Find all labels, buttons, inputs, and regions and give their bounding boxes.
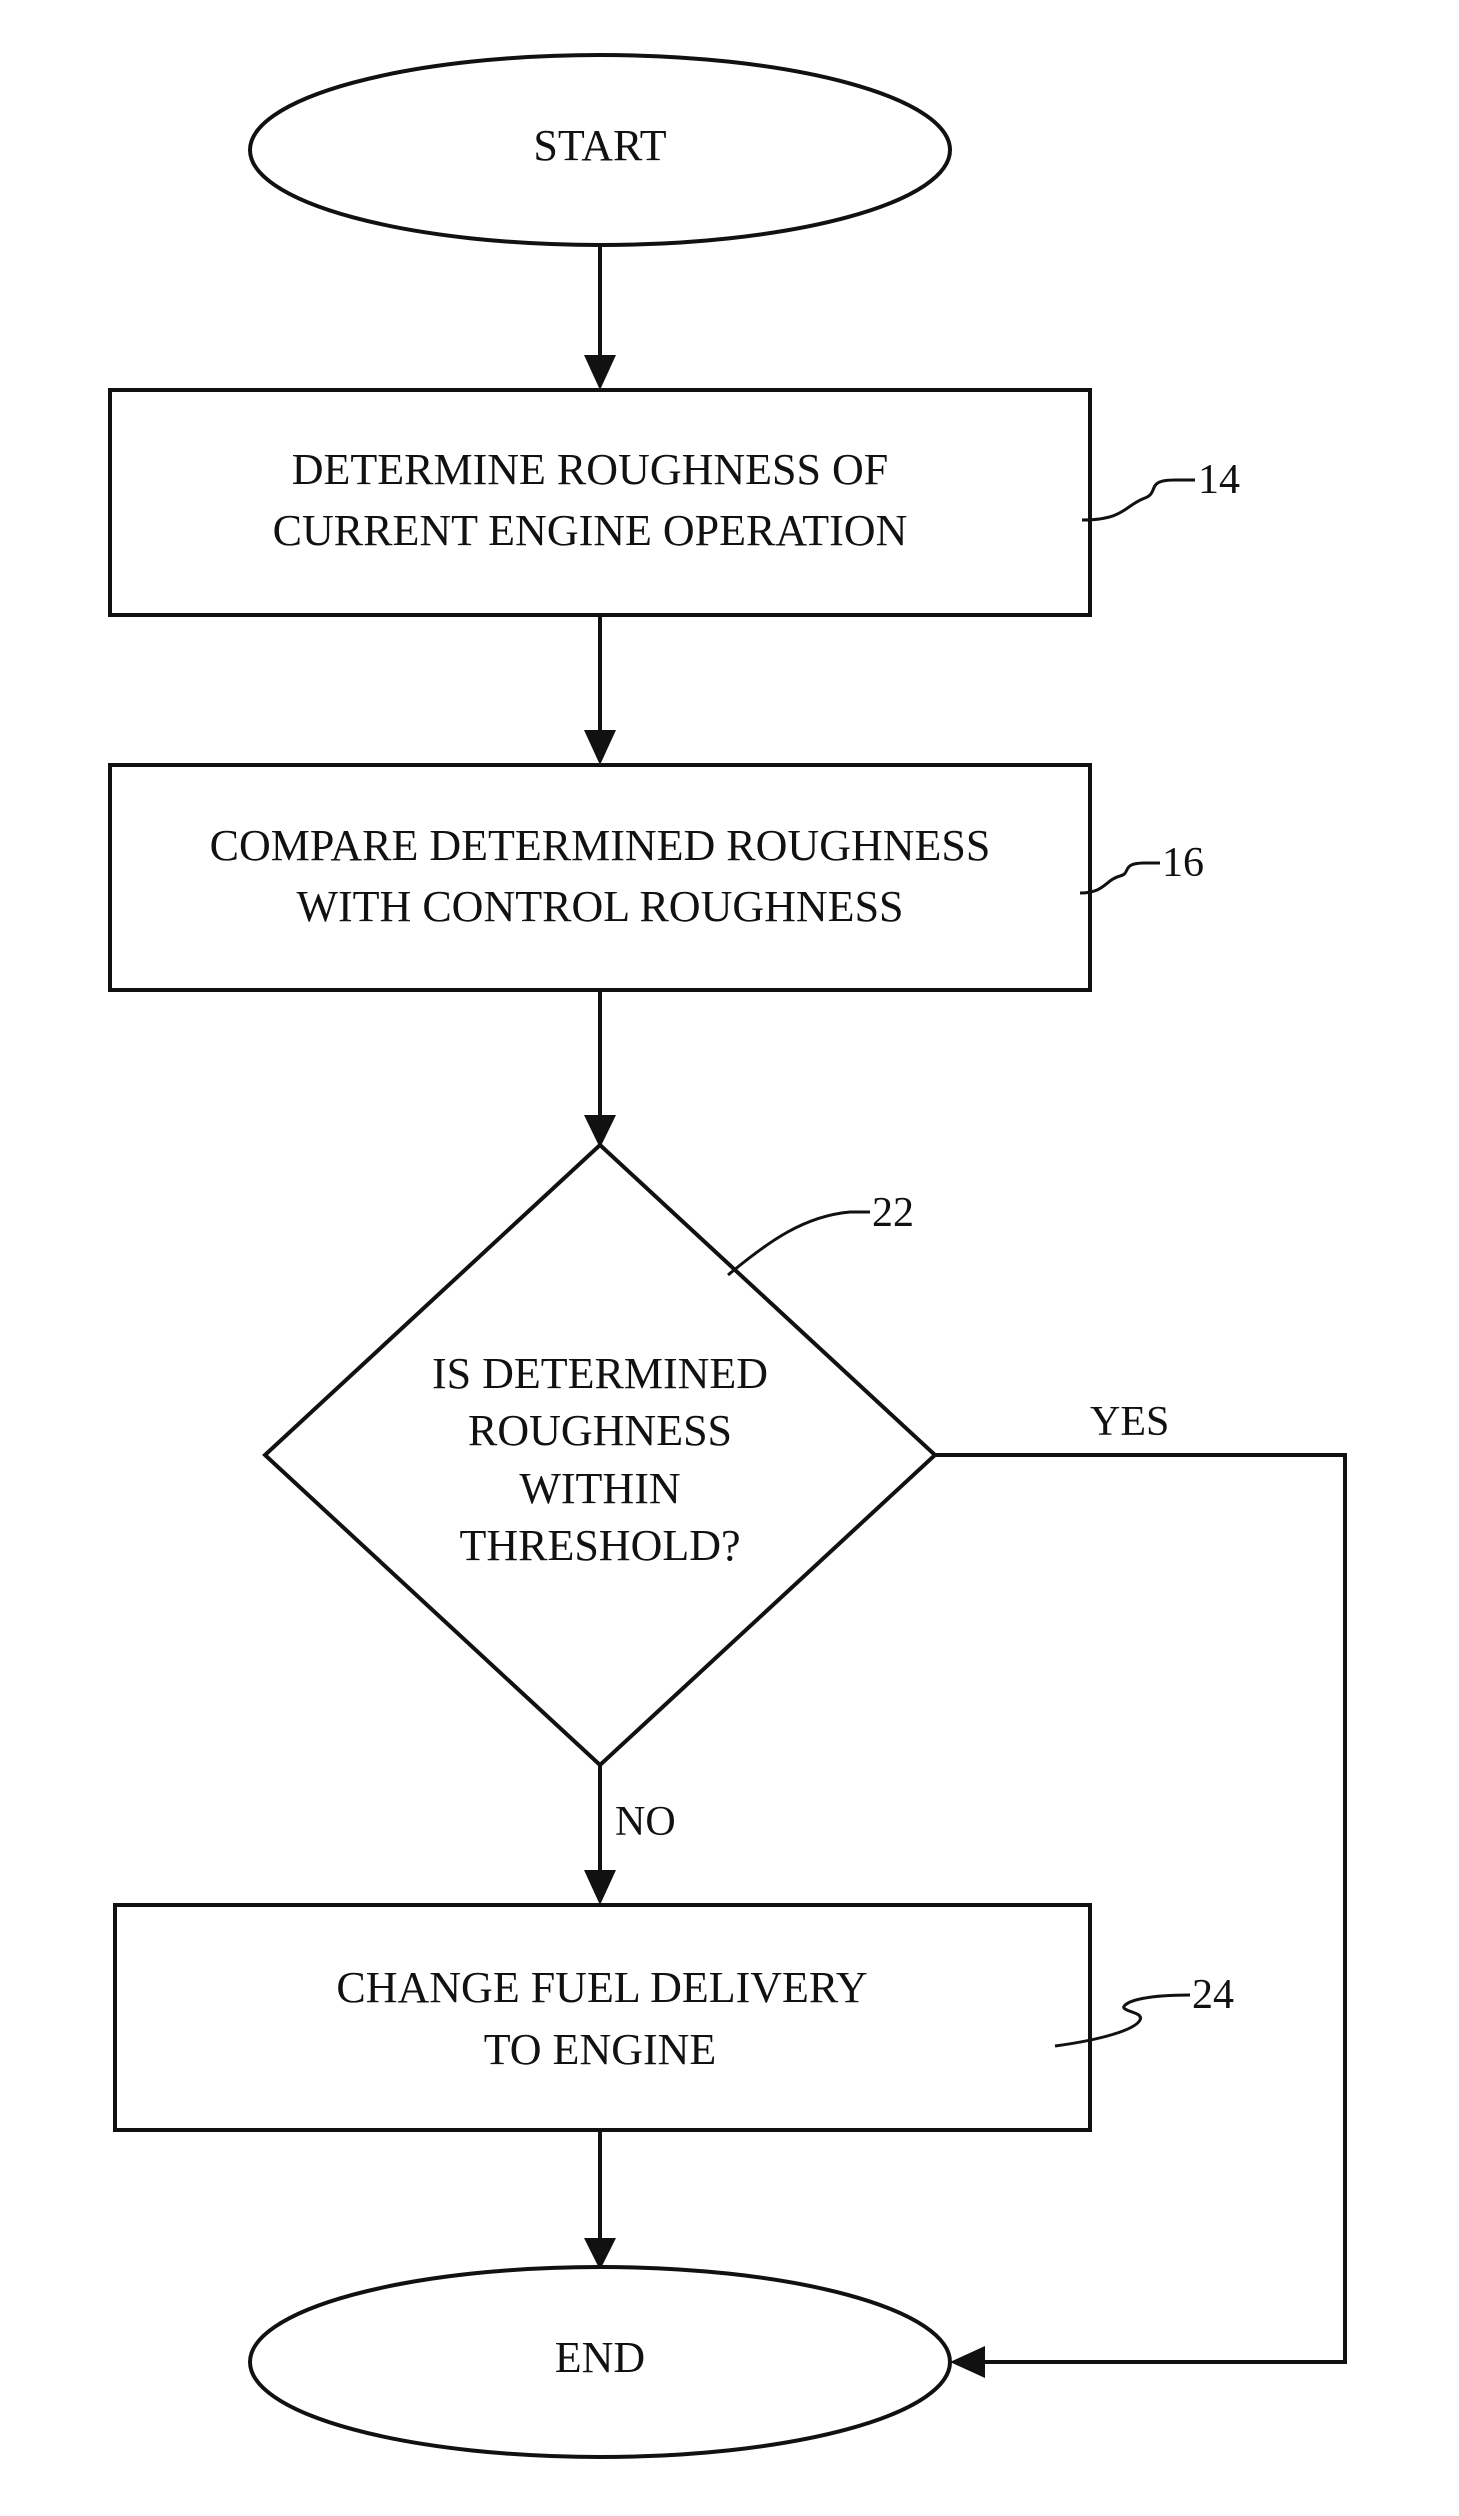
decision-22-line-2: ROUGHNESS (468, 1406, 732, 1455)
arrowhead-step-14-to-step-16 (584, 730, 616, 765)
step-24-ref-number: 24 (1192, 1972, 1234, 2018)
step-14-leader-line (1082, 480, 1195, 520)
step-16-line-1: COMPARE DETERMINED ROUGHNESS (210, 821, 991, 870)
end-node: END (250, 2267, 950, 2457)
step-24-box: CHANGE FUEL DELIVERY TO ENGINE (115, 1905, 1090, 2130)
decision-22-line-4: THRESHOLD? (459, 1521, 740, 1570)
decision-22-line-1: IS DETERMINED (432, 1349, 768, 1398)
arrowhead-start-to-step-14 (584, 355, 616, 390)
step-16-ref-number: 16 (1162, 840, 1204, 886)
decision-22-ref-number: 22 (872, 1190, 914, 1236)
decision-22-diamond (265, 1145, 935, 1765)
step-16-line-2: WITH CONTROL ROUGHNESS (296, 882, 903, 931)
step-14-rect (110, 390, 1090, 615)
yes-branch-label: YES (1090, 1399, 1169, 1445)
no-branch-label: NO (615, 1799, 676, 1845)
step-24-line-2: TO ENGINE (484, 2025, 717, 2074)
step-14-line-2: CURRENT ENGINE OPERATION (273, 506, 908, 555)
step-14-line-1: DETERMINE ROUGHNESS OF (292, 445, 888, 494)
arrowhead-yes-to-end (950, 2346, 985, 2378)
step-14-ref-number: 14 (1198, 457, 1240, 503)
end-label: END (555, 2333, 645, 2382)
step-24-line-1: CHANGE FUEL DELIVERY (336, 1963, 867, 2012)
step-16-box: COMPARE DETERMINED ROUGHNESS WITH CONTRO… (110, 765, 1090, 990)
step-24-rect (115, 1905, 1090, 2130)
decision-22-line-3: WITHIN (519, 1464, 680, 1513)
step-14-box: DETERMINE ROUGHNESS OF CURRENT ENGINE OP… (110, 390, 1090, 615)
decision-22: IS DETERMINED ROUGHNESS WITHIN THRESHOLD… (265, 1145, 935, 1765)
start-node: START (250, 55, 950, 245)
decision-22-leader-line (728, 1212, 870, 1275)
start-label: START (533, 121, 666, 170)
arrowhead-no-to-step-24 (584, 1870, 616, 1905)
step-16-rect (110, 765, 1090, 990)
